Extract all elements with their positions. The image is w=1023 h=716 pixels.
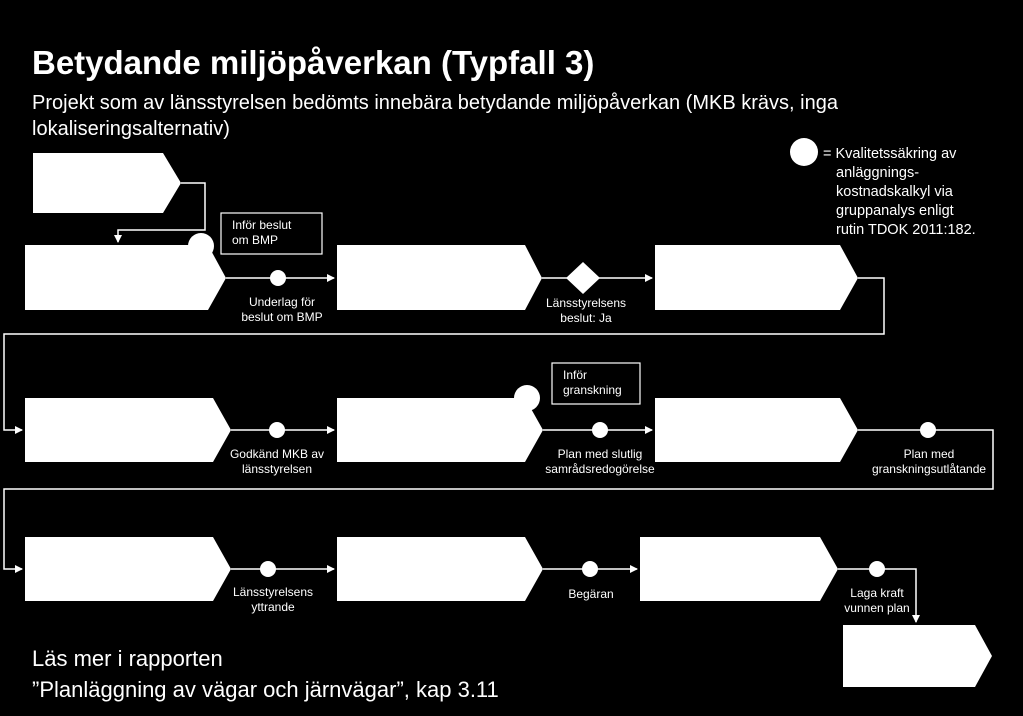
- process-step-3: [655, 245, 858, 310]
- note-box-infor-granskning: [551, 362, 641, 405]
- process-step-7: [25, 537, 231, 601]
- process-step-2: [337, 245, 542, 310]
- footer-line: Läs mer i rapporten: [32, 646, 223, 671]
- legend-line: = Kvalitetssäkring av: [823, 146, 957, 162]
- note-infor-beslut: Inför beslut om BMP: [232, 218, 292, 247]
- milestone-dot-godkand-mkb: [269, 422, 285, 438]
- process-step-9: [640, 537, 838, 601]
- process-step-5: [337, 398, 543, 462]
- milestone-dot-yttrande: [260, 561, 276, 577]
- footer-line: ”Planläggning av vägar och järnvägar”, k…: [32, 677, 499, 702]
- legend-circle-icon: [790, 138, 818, 166]
- milestone-dot-laga-kraft: [869, 561, 885, 577]
- quality-check-circle: [514, 385, 540, 411]
- legend-text: = Kvalitetssäkring av anläggnings- kostn…: [823, 145, 1023, 240]
- process-step-4: [25, 398, 231, 462]
- note-infor-granskning: Inför granskning: [563, 368, 622, 397]
- page-subtitle: Projekt som av länsstyrelsen bedömts inn…: [32, 92, 838, 140]
- connector-row2-row3: [3, 429, 994, 573]
- connector-row1-row2: [3, 277, 885, 434]
- legend-line: rutin TDOK 2011:182.: [836, 222, 976, 238]
- milestone-dot-underlag: [270, 270, 286, 286]
- legend-line: gruppanalys enligt: [836, 203, 954, 219]
- footer-reference: Läs mer i rapporten ”Planläggning av väg…: [32, 643, 499, 705]
- process-step-6: [655, 398, 858, 462]
- process-step-1: [25, 245, 226, 310]
- process-step-end: [843, 625, 992, 687]
- milestone-dot-begaran: [582, 561, 598, 577]
- milestone-label-begaran: Begäran: [568, 587, 614, 601]
- note-box-infor-beslut: [220, 212, 323, 255]
- legend-line: kostnadskalkyl via: [836, 184, 953, 200]
- process-step-8: [337, 537, 543, 601]
- legend-line: anläggnings-: [836, 165, 920, 181]
- page-title: Betydande miljöpåverkan (Typfall 3): [32, 44, 595, 81]
- connector-row3-end: [838, 568, 920, 623]
- quality-check-circle: [188, 233, 214, 259]
- connector-start: [114, 182, 206, 243]
- milestone-dot-plan-slutlig: [592, 422, 608, 438]
- milestone-dot-plan-granskning: [920, 422, 936, 438]
- decision-diamond: [566, 262, 600, 294]
- process-step-start: [33, 153, 181, 213]
